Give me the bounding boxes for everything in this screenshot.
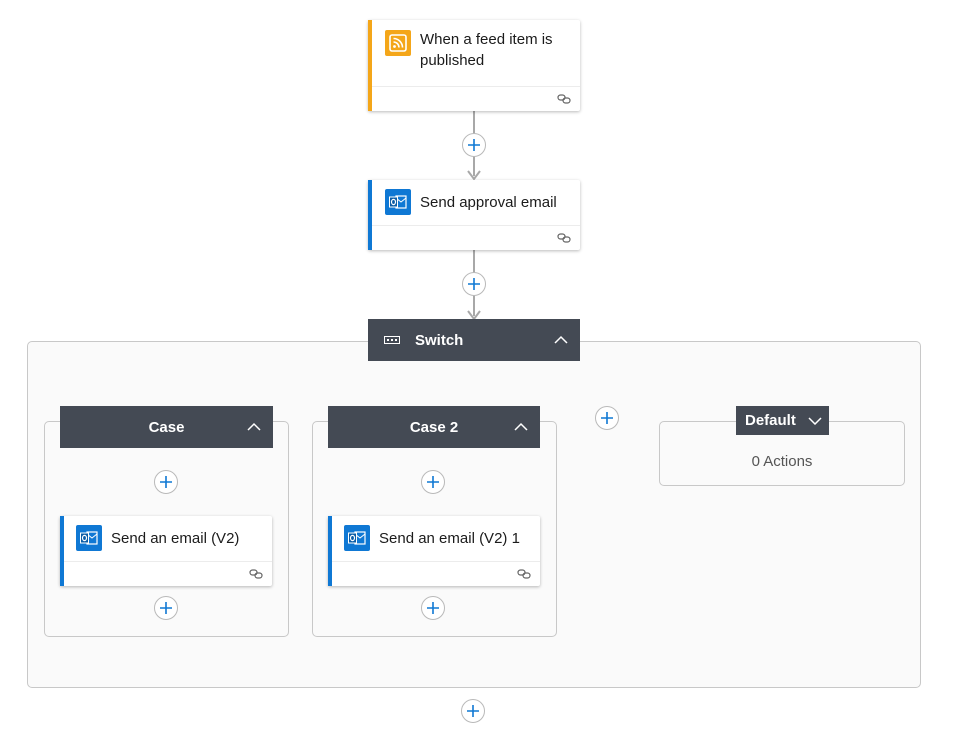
approval-accent	[368, 180, 372, 250]
trigger-footer	[372, 86, 580, 111]
action-header: Send an email (V2)	[64, 516, 272, 560]
add-step-button-1[interactable]	[462, 133, 486, 157]
case-header-2[interactable]: Case 2	[328, 406, 540, 448]
add-step-button-bottom[interactable]	[461, 699, 485, 723]
action-accent	[60, 516, 64, 586]
default-empty-text: 0 Actions	[751, 453, 813, 470]
chevron-up-icon[interactable]	[514, 422, 528, 431]
approval-footer	[372, 225, 580, 250]
action-footer	[332, 561, 540, 586]
plus-icon	[468, 278, 480, 290]
rss-icon	[385, 30, 411, 56]
trigger-title: When a feed item is published	[420, 31, 553, 69]
action-title: Send an email (V2)	[111, 529, 240, 547]
add-step-button-case-1-bottom[interactable]	[154, 596, 178, 620]
plus-icon	[601, 412, 613, 424]
chevron-down-icon[interactable]	[808, 416, 822, 425]
chevron-up-icon[interactable]	[554, 335, 568, 344]
switch-icon	[384, 336, 400, 344]
connection-link-icon[interactable]	[249, 568, 263, 580]
plus-icon	[467, 705, 479, 717]
default-title: Default	[745, 412, 796, 429]
trigger-card[interactable]: When a feed item is published	[368, 20, 580, 111]
default-header[interactable]: Default	[736, 406, 829, 435]
connection-link-icon[interactable]	[557, 93, 571, 105]
trigger-header: When a feed item is published	[372, 20, 580, 84]
action-title: Send an email (V2) 1	[379, 529, 520, 547]
connection-link-icon[interactable]	[517, 568, 531, 580]
action-footer	[64, 561, 272, 586]
action-header: Send an email (V2) 1	[332, 516, 540, 560]
action-accent	[328, 516, 332, 586]
case-title-1: Case	[148, 418, 185, 436]
add-step-button-2[interactable]	[462, 272, 486, 296]
case-2-action-card[interactable]: Send an email (V2) 1	[328, 516, 540, 586]
plus-icon	[160, 476, 172, 488]
plus-icon	[427, 602, 439, 614]
approval-header: Send approval email	[372, 180, 580, 224]
approval-title: Send approval email	[420, 193, 557, 211]
plus-icon	[427, 476, 439, 488]
plus-icon	[468, 139, 480, 151]
outlook-icon	[385, 189, 411, 215]
case-header-1[interactable]: Case	[60, 406, 273, 448]
switch-header[interactable]: Switch	[368, 319, 580, 361]
connection-link-icon[interactable]	[557, 232, 571, 244]
switch-title: Switch	[415, 331, 464, 349]
approval-card[interactable]: Send approval email	[368, 180, 580, 250]
add-step-button-case-1[interactable]	[154, 470, 178, 494]
add-step-button-case-2[interactable]	[421, 470, 445, 494]
plus-icon	[160, 602, 172, 614]
outlook-icon	[76, 525, 102, 551]
add-case-button[interactable]	[595, 406, 619, 430]
case-title-2: Case 2	[409, 418, 459, 436]
outlook-icon	[344, 525, 370, 551]
trigger-accent	[368, 20, 372, 111]
chevron-up-icon[interactable]	[247, 422, 261, 431]
add-step-button-case-2-bottom[interactable]	[421, 596, 445, 620]
case-1-action-card[interactable]: Send an email (V2)	[60, 516, 272, 586]
